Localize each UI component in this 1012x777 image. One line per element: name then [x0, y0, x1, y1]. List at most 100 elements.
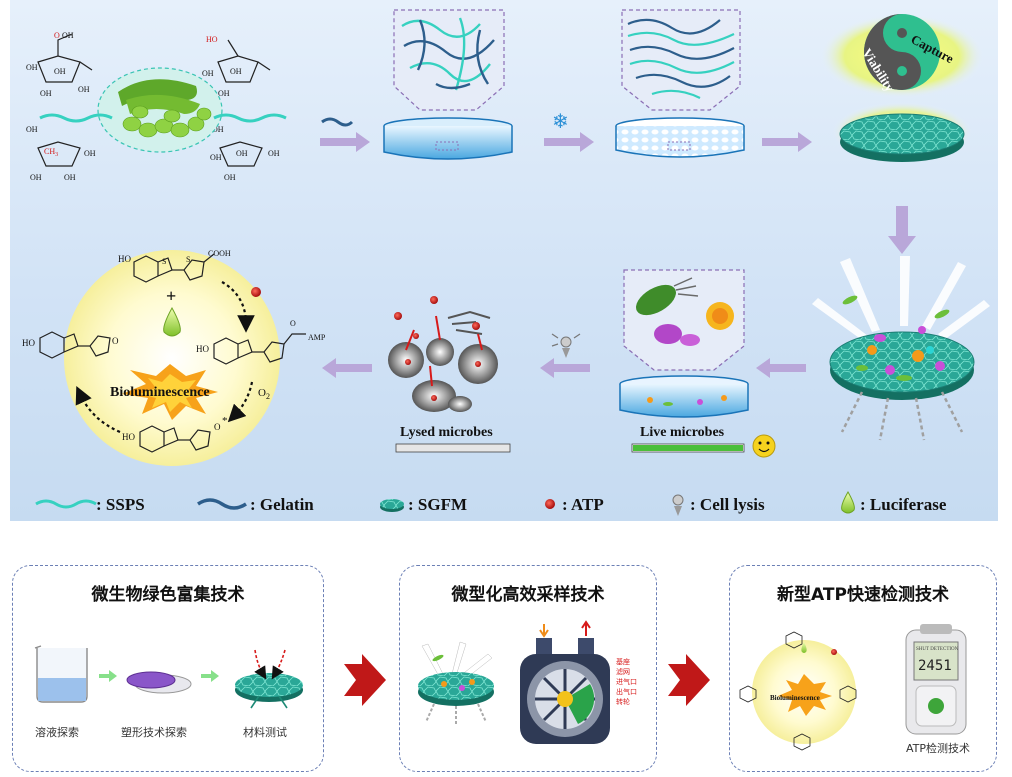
flow-arrow-left: [322, 358, 372, 378]
ho-label: HO: [206, 35, 218, 44]
cooh-label: COOH: [208, 249, 231, 258]
mini-sampling-disc: [418, 641, 494, 724]
bioluminescence-burst: [122, 364, 218, 420]
mini-bioluminescence-label: Bioluminescence: [770, 694, 820, 702]
sugar-ring-3: OH CH3 OH OH OH: [26, 125, 96, 182]
ssps-wave-icon: [35, 499, 97, 509]
oh-label: OH: [224, 173, 236, 182]
legend-atp: : ATP: [562, 495, 604, 514]
atp-dot-icon: [251, 287, 261, 297]
lysed-microbes-cluster: [388, 296, 498, 412]
luciferyl-amp-structure: [213, 333, 306, 365]
o2-label: O2: [258, 387, 270, 401]
frozen-gel-dish: [615, 9, 745, 158]
part-inlet: 进气口: [616, 677, 637, 686]
beaker-icon: [34, 645, 88, 703]
flow-arrow-left: [540, 358, 590, 378]
s-label: S: [186, 255, 190, 264]
amp-label: AMP: [308, 333, 326, 342]
plus-sign: +: [166, 286, 176, 306]
device-parts-legend: 基座 滤网 进气口 出气口 转轮: [616, 657, 637, 706]
green-arrow: [99, 670, 117, 682]
gelatin-wave-icon: [197, 498, 247, 510]
oh-label: OH: [30, 173, 42, 182]
ho-label: HO: [196, 344, 209, 354]
material-test-disc: [235, 649, 303, 709]
sampling-disc: [812, 256, 990, 441]
box-title: 微生物绿色富集技术: [91, 585, 245, 605]
box-green-enrichment: 微生物绿色富集技术 溶液探索 塑形技术探索 材料测试: [12, 565, 324, 772]
part-base: 基座: [616, 657, 630, 666]
gelatin-solution-dish: [383, 9, 513, 160]
ssps-strand: [213, 113, 287, 123]
flow-arrow: [544, 132, 594, 152]
device-button[interactable]: [928, 698, 944, 714]
caption-material-test: 材料测试: [243, 725, 287, 739]
captured-microbes: [842, 295, 950, 381]
sgfm-disc-icon: [380, 499, 404, 512]
ssps-strand: [39, 113, 113, 123]
legend: : SSPS : Gelatin : SGFM : ATP : Cell lys…: [35, 490, 947, 516]
caption-shaping: 塑形技术探索: [121, 725, 187, 739]
luciferase-drop-icon: [841, 490, 855, 514]
legend-ssps: : SSPS: [96, 495, 145, 514]
mold-disc-icon: [126, 671, 192, 694]
box-atp-detection: 新型ATP快速检测技术 Bioluminescence SHUT DETECTI…: [729, 565, 997, 772]
excited-oxyluciferin-structure: [139, 425, 211, 453]
s-label: S: [162, 257, 166, 266]
lysed-microbes-label: Lysed microbes: [400, 425, 493, 440]
viability-gauge-empty: [395, 443, 511, 453]
atp-detection-illustration: Bioluminescence SHUT DETECTION 2451 ATP检…: [739, 624, 970, 755]
sugar-structures: O OH OH OH OH OH HO OH OH OH OH CH3 OH O…: [26, 31, 280, 182]
soybean-image: [97, 67, 223, 153]
oh-label: OH: [236, 149, 248, 158]
ho-label: HO: [118, 254, 131, 264]
luciferase-drop-icon: [163, 306, 181, 337]
excited-star-label: *: [222, 415, 228, 427]
enrichment-illustration: 溶液探索 塑形技术探索 材料测试: [34, 645, 303, 739]
oh-label: OH: [26, 125, 38, 134]
ch3-label: CH3: [44, 147, 58, 158]
mini-bioluminescence-reaction: Bioluminescence: [739, 631, 857, 751]
sugar-ring-4: OH OH OH OH OH: [210, 125, 280, 182]
cell-lysis-icon: [551, 333, 581, 358]
legend-sgfm: : SGFM: [408, 495, 467, 514]
oh-label: OH: [40, 89, 52, 98]
box-title: 微型化高效采样技术: [451, 585, 605, 605]
box-title: 新型ATP快速检测技术: [777, 585, 949, 605]
part-filter: 滤网: [616, 667, 630, 676]
ho-label: HO: [22, 338, 35, 348]
atp-dot-icon: [545, 499, 555, 509]
inlet-arrow: [539, 624, 549, 638]
live-microbes-label: Live microbes: [640, 425, 725, 440]
o-label: O: [112, 336, 119, 346]
oh-label: OH: [84, 149, 96, 158]
oh-label: OH: [64, 173, 76, 182]
o-label: O: [54, 31, 60, 40]
ho-label: HO: [122, 432, 135, 442]
caption-solution: 溶液探索: [35, 725, 79, 739]
green-arrow: [201, 670, 219, 682]
sgfm-glowing-disc: Capture Viability: [820, 14, 984, 162]
oh-label: OH: [230, 67, 242, 76]
oh-label: OH: [62, 31, 74, 40]
atp-meter-device: SHUT DETECTION 2451: [905, 624, 967, 735]
snowflake-icon: ❄: [552, 109, 569, 133]
luciferin-structure: [133, 253, 215, 283]
oh-label: OH: [54, 67, 66, 76]
box-miniaturized-sampling: 微型化高效采样技术: [399, 565, 657, 772]
smiley-icon: [752, 434, 776, 458]
oh-label: OH: [212, 125, 224, 134]
oh-label: OH: [218, 89, 230, 98]
legend-luciferase: : Luciferase: [860, 495, 947, 514]
flow-arrow-left: [756, 358, 806, 378]
turbine-sampler-device: [520, 620, 610, 744]
device-reading: 2451: [918, 658, 952, 674]
live-microbes-dish: [619, 269, 749, 418]
o-label: O: [290, 319, 296, 328]
part-rotor: 转轮: [616, 697, 630, 706]
cell-lysis-icon: [672, 494, 684, 516]
bioluminescence-reaction: HO COOH S S HO O AMP HO O HO O * + O2 Bi…: [22, 249, 326, 466]
outlet-arrow: [581, 620, 591, 636]
